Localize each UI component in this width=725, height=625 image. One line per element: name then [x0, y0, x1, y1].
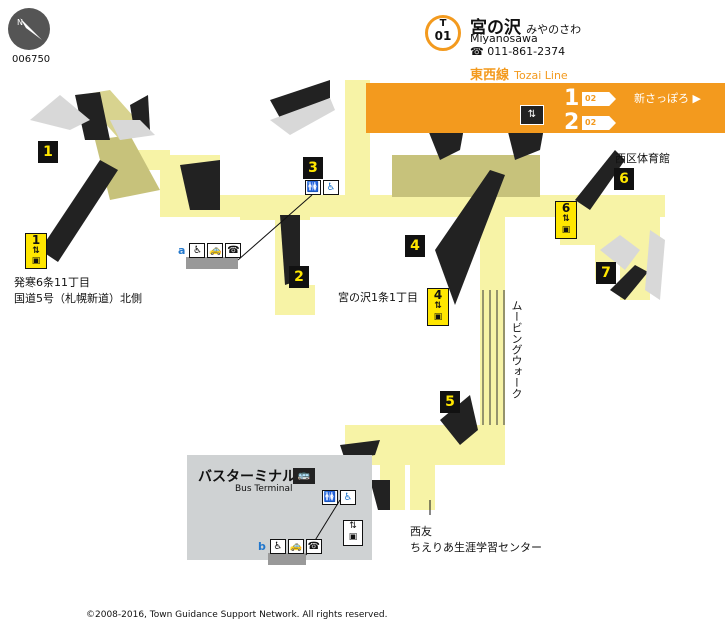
direction-label: 新さっぽろ ▶	[634, 92, 701, 105]
elevator-icon: ▣	[433, 312, 443, 322]
elevator-icon: ▣	[31, 256, 41, 266]
station-name-kana: みやのさわ	[526, 23, 582, 36]
line-name-ja: 東西線	[470, 68, 510, 83]
station-name-en: Miyanosawa	[470, 32, 538, 45]
station-code-letter: T	[439, 18, 447, 29]
compass-icon: N	[8, 8, 50, 50]
exit-4-elevator-number: 4	[433, 288, 443, 302]
exit-6-elevator-badge: 6 ⇅ ▣	[555, 201, 577, 239]
exit-1-dest-line1: 発寒6条11丁目	[14, 276, 90, 289]
line-name-en: Tozai Line	[514, 69, 568, 82]
platform-elevator-icon: ⇅	[520, 105, 544, 125]
exit-3-marker: 3	[303, 157, 323, 179]
facility-b-letter: b	[258, 540, 266, 553]
facility-group-a: a ♿ 🚕 ☎	[178, 243, 242, 258]
compass-needle: N	[17, 18, 42, 40]
elevator-icon: ▣	[561, 225, 571, 235]
station-phone: 011-861-2374	[487, 45, 566, 58]
station-phone-row: ☎ 011-861-2374	[470, 45, 565, 58]
bus-terminal-en: Bus Terminal	[235, 484, 293, 494]
exit-7-marker: 7	[596, 262, 616, 284]
bus-terminal-elevator-badge: ⇅▣	[343, 520, 363, 546]
escalator-icon: ⇅	[32, 246, 40, 256]
exit-2-marker: 2	[289, 266, 309, 288]
exit-5-marker: 5	[440, 391, 460, 413]
wheelchair-icon: ♿	[323, 180, 339, 195]
svg-text:N: N	[17, 18, 23, 27]
nishiyu-line1: 西友	[410, 525, 432, 538]
nishiyu-line2: ちえりあ生涯学習センター	[410, 541, 542, 554]
bus-terminal-facilities: 🚻 ♿	[322, 490, 356, 505]
exit-1-marker: 1	[38, 141, 58, 163]
station-code-badge: T 01	[425, 15, 461, 51]
phone-booth-icon: ☎	[225, 243, 242, 258]
escalator-icon: ⇅	[434, 301, 442, 311]
wheelchair-icon: ♿	[189, 243, 206, 258]
escalator-icon: ⇅	[562, 214, 570, 224]
exit-6-dest: 西区体育館	[615, 152, 670, 165]
map-id: 006750	[12, 54, 51, 65]
exit-1-elevator-badge: 1 ⇅ ▣	[25, 233, 47, 269]
exit-1-elevator-number: 1	[31, 233, 41, 247]
facility-a-letter: a	[178, 244, 186, 257]
station-code-number: 01	[434, 29, 452, 43]
exit-6-elevator-number: 6	[561, 201, 571, 215]
exit-4-elevator-badge: 4 ⇅ ▣	[427, 288, 449, 326]
station-name: 宮の沢 みやのさわ	[470, 13, 581, 38]
exit-4-marker-upper: 4	[405, 235, 425, 257]
bus-icon: 🚌	[293, 468, 315, 484]
platform-1-number: 1	[564, 86, 580, 111]
exit-4-dest: 宮の沢1条1丁目	[338, 291, 418, 304]
taxi-icon: 🚕	[207, 243, 224, 258]
bus-terminal-ja: バスターミナル	[198, 469, 296, 485]
exit-6-marker: 6	[614, 168, 634, 190]
exit-1-dest-line2: 国道5号（札幌新道）北側	[14, 292, 142, 305]
toilet-icon: 🚻	[322, 490, 338, 505]
taxi-icon: 🚕	[287, 539, 304, 554]
exit-3-facilities: 🚻 ♿	[305, 180, 339, 195]
platform-2-flag: 02	[582, 116, 616, 130]
line-name: 東西線 Tozai Line	[470, 64, 568, 83]
platform-2-number: 2	[564, 110, 580, 135]
wheelchair-icon: ♿	[340, 490, 356, 505]
moving-walk-label: ムービングウォーク	[510, 300, 523, 399]
toilet-icon: 🚻	[305, 180, 321, 195]
station-name-ja: 宮の沢	[470, 18, 521, 38]
wheelchair-icon: ♿	[269, 539, 286, 554]
tozai-line-band	[366, 83, 725, 133]
platform-1-flag: 02	[582, 92, 616, 106]
phone-icon: ☎	[470, 45, 488, 58]
phone-booth-icon: ☎	[305, 539, 322, 554]
facility-group-b: b ♿ 🚕 ☎	[258, 539, 322, 554]
copyright: ©2008-2016, Town Guidance Support Networ…	[86, 610, 388, 620]
